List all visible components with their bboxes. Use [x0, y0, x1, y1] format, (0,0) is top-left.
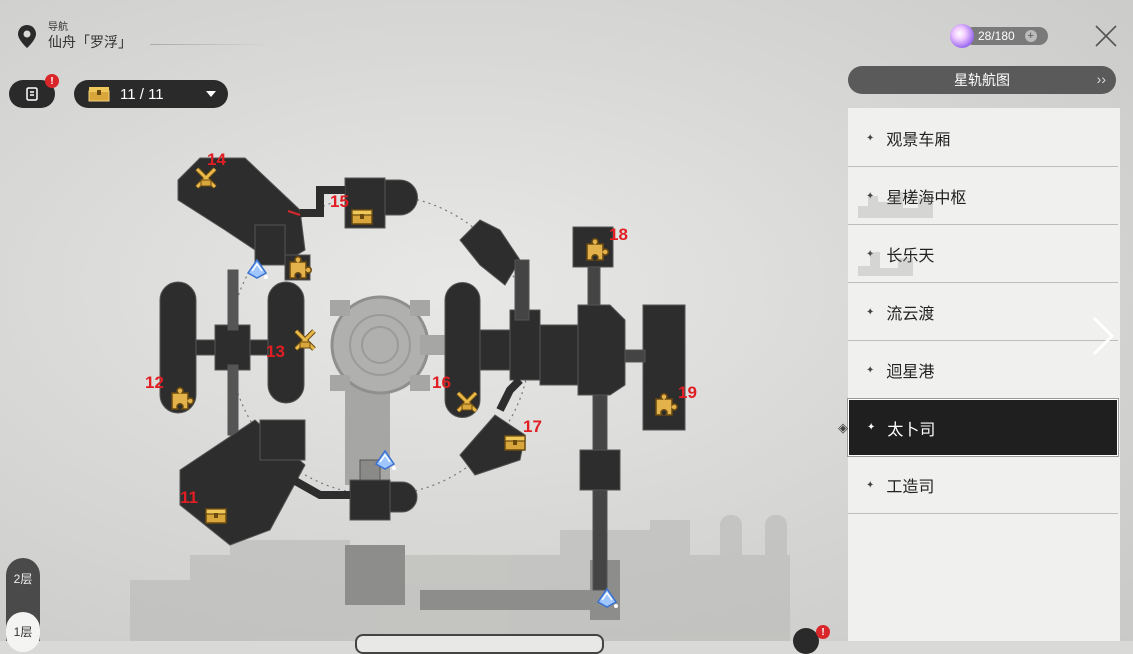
- location-name: 仙舟「罗浮」: [48, 34, 132, 50]
- notification-badge: !: [816, 625, 830, 639]
- area-label: 迴星港: [886, 364, 935, 381]
- marker-number: 18: [609, 225, 628, 244]
- route-mark: [287, 210, 301, 216]
- bullet-icon: ✦: [867, 422, 876, 433]
- floor-1-button[interactable]: 1层: [6, 612, 40, 652]
- star-rail-map-button[interactable]: 星轨航图 ››: [848, 66, 1116, 94]
- marker-number: 19: [678, 383, 697, 402]
- location-pin-icon: [18, 24, 36, 48]
- marker-number: 13: [266, 342, 285, 361]
- chest-count-dropdown[interactable]: 11 / 11: [74, 80, 228, 108]
- chevron-right-icon: ››: [1096, 71, 1106, 87]
- nav-label: 导航: [48, 22, 68, 33]
- map-marker-18[interactable]: 18: [586, 225, 628, 261]
- bullet-icon: ✦: [866, 364, 875, 376]
- area-label: 太卜司: [887, 421, 936, 439]
- area-item-guanjing[interactable]: ✦ 观景车厢: [848, 110, 1118, 167]
- selected-indicator-icon: ◈: [838, 420, 848, 435]
- chest-count: 11 / 11: [120, 85, 164, 103]
- bullet-icon: ✦: [866, 306, 875, 318]
- area-label: 观景车厢: [886, 132, 951, 149]
- map-marker-19[interactable]: 19: [655, 383, 697, 416]
- add-stamina-button[interactable]: +: [1024, 30, 1037, 42]
- marker-number: 14: [207, 150, 226, 169]
- map-marker-12[interactable]: 12: [145, 373, 194, 410]
- area-label: 长乐天: [886, 248, 935, 265]
- floor-2-button[interactable]: 2层: [13, 572, 33, 586]
- map-rooms: [159, 157, 686, 591]
- chevron-right-icon[interactable]: [1090, 316, 1116, 356]
- skyline-icon: [858, 252, 913, 276]
- map-marker-16[interactable]: 16: [432, 373, 476, 411]
- area-item-changletian[interactable]: ✦ 长乐天: [848, 226, 1118, 283]
- notebook-icon: [26, 87, 38, 101]
- map-marker-11[interactable]: 11: [180, 488, 227, 524]
- star-rail-map-label: 星轨航图: [954, 72, 1010, 88]
- area-item-huixinggang[interactable]: ✦ 迴星港: [848, 342, 1118, 399]
- zoom-slider[interactable]: [355, 634, 604, 654]
- map-marker-17[interactable]: 17: [504, 417, 542, 451]
- map-marker-13[interactable]: 13: [266, 331, 314, 361]
- bullet-icon: ✦: [866, 249, 874, 260]
- area-item-xingchahai[interactable]: ✦ 星槎海中枢: [848, 168, 1118, 225]
- chevron-down-icon: [206, 91, 216, 97]
- marker-number: 12: [145, 373, 164, 392]
- area-label: 工造司: [886, 479, 935, 496]
- bullet-icon: ✦: [866, 479, 875, 491]
- area-label: 流云渡: [886, 306, 935, 323]
- marker-number: 17: [523, 417, 542, 436]
- map-marker-14[interactable]: 14: [197, 150, 226, 187]
- close-icon[interactable]: [1094, 24, 1118, 48]
- bullet-icon: ✦: [866, 191, 874, 202]
- area-item-gongzaosi[interactable]: ✦ 工造司: [848, 457, 1118, 514]
- marker-number: 16: [432, 373, 451, 392]
- area-item-liuyundu[interactable]: ✦ 流云渡: [848, 284, 1118, 341]
- header-divider: [150, 44, 270, 45]
- area-item-taibusi[interactable]: ✦ 太卜司: [847, 398, 1119, 457]
- trailblaze-power[interactable]: 28/180 +: [950, 24, 1054, 48]
- marker-number: 15: [330, 192, 349, 211]
- area-list-panel: [848, 108, 1120, 641]
- marker-number: 11: [180, 488, 198, 507]
- area-label: 星槎海中枢: [886, 184, 966, 208]
- skyline-icon: [858, 192, 933, 218]
- treasure-chest-icon: [88, 87, 110, 102]
- trailblaze-power-icon: [950, 24, 974, 48]
- bullet-icon: ✦: [866, 132, 875, 144]
- stamina-value: 28/180: [978, 29, 1015, 43]
- map-marker-15[interactable]: 15: [330, 192, 373, 225]
- navigation-header: 导航 仙舟「罗浮」: [16, 22, 132, 51]
- notification-badge: !: [45, 74, 59, 88]
